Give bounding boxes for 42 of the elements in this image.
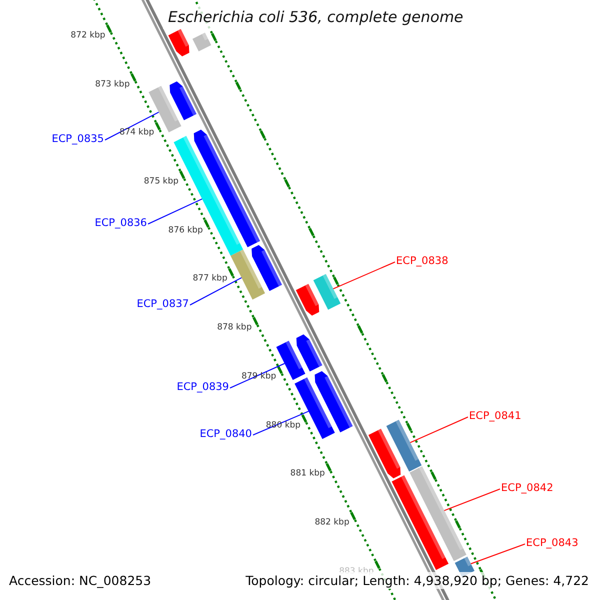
gene-label: ECP_0837: [136, 297, 189, 311]
gene-block: [313, 274, 341, 310]
gene-block: [252, 245, 282, 292]
scale-label: 875 kbp: [144, 176, 179, 188]
gene-block: [296, 334, 322, 372]
scale-label: 872 kbp: [70, 30, 106, 42]
leader-line: [470, 544, 526, 564]
gene-label: ECP_0843: [526, 536, 578, 550]
leader-line: [190, 277, 242, 306]
scale-label: 881 kbp: [290, 468, 325, 480]
gene-block: [386, 420, 422, 472]
gene-block: [230, 249, 266, 300]
gene-label: ECP_0840: [200, 427, 252, 441]
leader-line: [410, 416, 468, 444]
leader-line: [230, 363, 286, 388]
gene-block: [192, 32, 212, 52]
leader-line: [148, 198, 203, 224]
gene-label: ECP_0842: [501, 481, 554, 495]
scale-label: 876 kbp: [168, 225, 203, 236]
gene-block: [296, 284, 320, 316]
gene-block: [276, 340, 306, 380]
gene-block: [392, 475, 449, 570]
gene-label: ECP_0836: [94, 216, 147, 230]
scale-label: 879 kbp: [242, 371, 276, 382]
gene-block: [410, 466, 466, 562]
gene-block: [168, 29, 190, 56]
leader-line: [104, 112, 160, 140]
scale-label: 874 kbp: [119, 128, 154, 139]
gene-block: [368, 428, 401, 478]
scale-label: 877 kbp: [192, 274, 228, 285]
leader-line: [332, 262, 396, 290]
leader-line: [252, 410, 309, 436]
leader-line: [444, 488, 500, 512]
scale-label: 878 kbp: [217, 322, 252, 334]
gene-label: ECP_0835: [52, 132, 104, 146]
gene-label: ECP_0839: [176, 380, 229, 394]
scale-label: 882 kbp: [314, 518, 350, 529]
scale-label: 873 kbp: [95, 79, 130, 90]
gene-block: [170, 81, 196, 120]
gene-label: ECP_0838: [396, 254, 448, 268]
gene-block: [314, 371, 353, 432]
gene-label: ECP_0841: [469, 409, 522, 423]
